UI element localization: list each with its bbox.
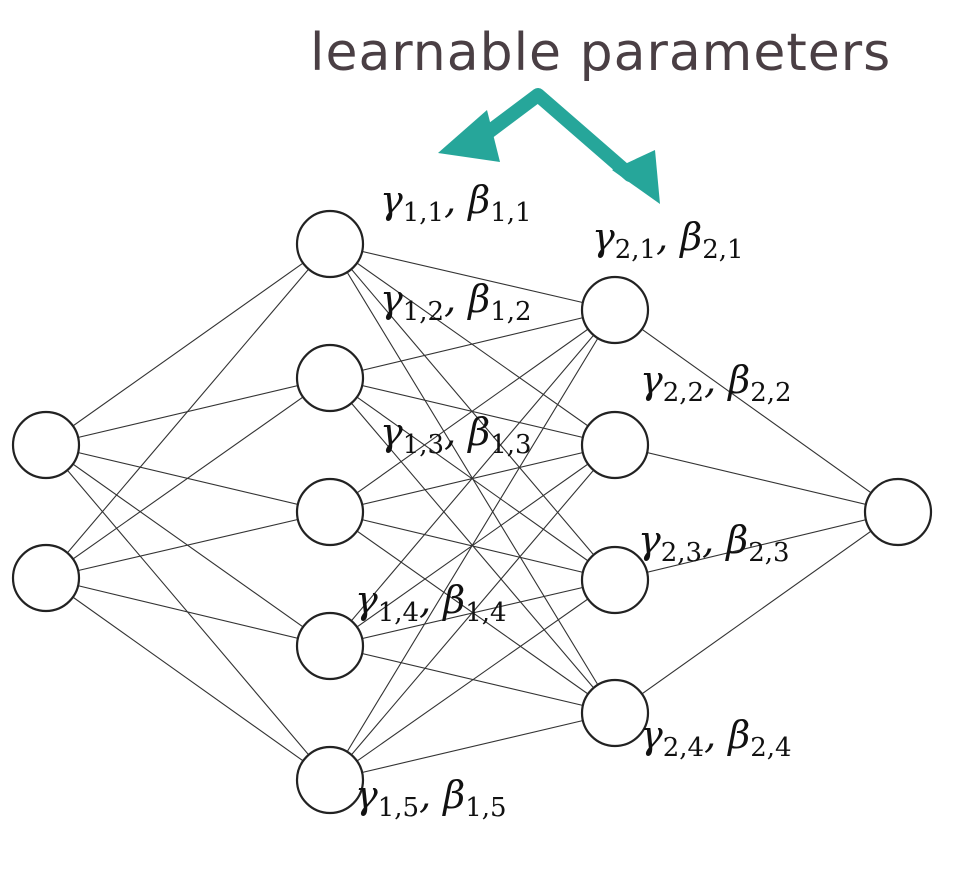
beta-subscript: 2,4: [750, 733, 791, 763]
output-node-1: [863, 477, 933, 547]
beta-symbol: β: [678, 215, 702, 259]
gamma-symbol: γ: [592, 215, 615, 259]
gamma-subscript: 2,3: [661, 538, 702, 568]
beta-subscript: 1,4: [465, 598, 506, 628]
param-label-1-5: γ1,5, β1,5: [355, 773, 507, 823]
param-label-2-2: γ2,2, β2,2: [640, 358, 792, 408]
gamma-subscript: 1,2: [403, 297, 444, 327]
connection-edges: [45, 243, 899, 781]
param-separator: ,: [702, 518, 726, 562]
beta-symbol: β: [724, 518, 748, 562]
gamma-subscript: 2,2: [663, 378, 704, 408]
edge-hidden-2-4-to-output-1: [614, 511, 899, 714]
param-label-1-1: γ1,1, β1,1: [380, 178, 532, 228]
edge-hidden-1-2-to-hidden-2-1: [329, 309, 616, 379]
beta-subscript: 1,1: [490, 198, 531, 228]
edge-hidden-1-3-to-hidden-2-1: [329, 309, 616, 513]
gamma-subscript: 1,5: [378, 793, 419, 823]
beta-symbol: β: [466, 277, 490, 321]
beta-symbol: β: [466, 178, 490, 222]
param-separator: ,: [444, 178, 468, 222]
hidden-2-node-2: [580, 410, 650, 480]
param-label-1-4: γ1,4, β1,4: [355, 578, 507, 628]
edge-hidden-1-5-to-hidden-2-3: [329, 579, 616, 781]
param-separator: ,: [444, 277, 468, 321]
gamma-subscript: 1,3: [403, 430, 444, 460]
edge-input-2-to-hidden-1-5: [45, 577, 331, 781]
gamma-symbol: γ: [638, 518, 661, 562]
beta-subscript: 2,3: [748, 538, 789, 568]
hidden-2-node-1: [580, 275, 650, 345]
edge-input-2-to-hidden-1-1: [45, 243, 331, 579]
beta-symbol: β: [441, 578, 465, 622]
beta-symbol: β: [441, 773, 465, 817]
input-node-2: [11, 543, 81, 613]
param-separator: ,: [656, 215, 680, 259]
edge-input-1-to-hidden-1-1: [45, 243, 331, 446]
hidden-2-node-4: [580, 678, 650, 748]
hidden-layer-1-params: γ1,1, β1,1 γ1,2, β1,2 γ1,3, β1,3 γ1,4, β…: [355, 178, 532, 823]
arrows: [438, 88, 660, 204]
beta-symbol: β: [726, 713, 750, 757]
hidden-1-node-3: [295, 477, 365, 547]
gamma-symbol: γ: [355, 773, 378, 817]
hidden-1-node-5: [295, 745, 365, 815]
param-label-2-3: γ2,3, β2,3: [638, 518, 790, 568]
edge-input-2-to-hidden-1-2: [45, 377, 331, 579]
hidden-1-node-4: [295, 611, 365, 681]
gamma-symbol: γ: [640, 713, 663, 757]
beta-subscript: 2,1: [702, 235, 743, 265]
gamma-symbol: γ: [380, 277, 403, 321]
beta-subscript: 1,2: [490, 297, 531, 327]
arrow-head-left: [438, 110, 500, 162]
edge-hidden-1-5-to-hidden-2-2: [329, 444, 616, 781]
edge-input-2-to-hidden-1-3: [45, 511, 331, 579]
gamma-subscript: 2,4: [663, 733, 704, 763]
param-label-2-1: γ2,1, β2,1: [592, 215, 744, 265]
edge-hidden-2-2-to-output-1: [614, 444, 899, 513]
param-separator: ,: [419, 773, 443, 817]
gamma-subscript: 1,4: [378, 598, 419, 628]
param-separator: ,: [704, 358, 728, 402]
arrow-shaft: [471, 88, 637, 182]
arrow-head-right: [612, 150, 660, 204]
edge-hidden-1-5-to-hidden-2-1: [329, 309, 616, 781]
param-separator: ,: [704, 713, 728, 757]
gamma-symbol: γ: [355, 578, 378, 622]
hidden-1-node-2: [295, 343, 365, 413]
edge-hidden-2-1-to-output-1: [614, 309, 899, 513]
param-label-2-4: γ2,4, β2,4: [640, 713, 792, 763]
edge-hidden-1-1-to-hidden-2-1: [329, 243, 616, 311]
edge-hidden-1-5-to-hidden-2-4: [329, 712, 616, 781]
gamma-symbol: γ: [380, 410, 403, 454]
beta-subscript: 2,2: [750, 378, 791, 408]
network-nodes: [11, 209, 933, 815]
beta-symbol: β: [726, 358, 750, 402]
gamma-subscript: 2,1: [615, 235, 656, 265]
gamma-symbol: γ: [380, 178, 403, 222]
hidden-layer-2-params: γ2,1, β2,1 γ2,2, β2,2 γ2,3, β2,3 γ2,4, β…: [592, 215, 792, 763]
param-separator: ,: [444, 410, 468, 454]
beta-subscript: 1,3: [490, 430, 531, 460]
gamma-subscript: 1,1: [403, 198, 444, 228]
beta-subscript: 1,5: [465, 793, 506, 823]
beta-symbol: β: [466, 410, 490, 454]
param-label-1-3: γ1,3, β1,3: [380, 410, 532, 460]
diagram-title: learnable parameters: [310, 23, 891, 83]
gamma-symbol: γ: [640, 358, 663, 402]
edge-hidden-2-3-to-output-1: [614, 511, 899, 581]
input-node-1: [11, 410, 81, 480]
hidden-2-node-3: [580, 545, 650, 615]
hidden-1-node-1: [295, 209, 365, 279]
edge-hidden-1-4-to-hidden-2-1: [329, 309, 616, 647]
param-separator: ,: [419, 578, 443, 622]
edge-input-2-to-hidden-1-4: [45, 577, 331, 647]
param-label-1-2: γ1,2, β1,2: [380, 277, 532, 327]
